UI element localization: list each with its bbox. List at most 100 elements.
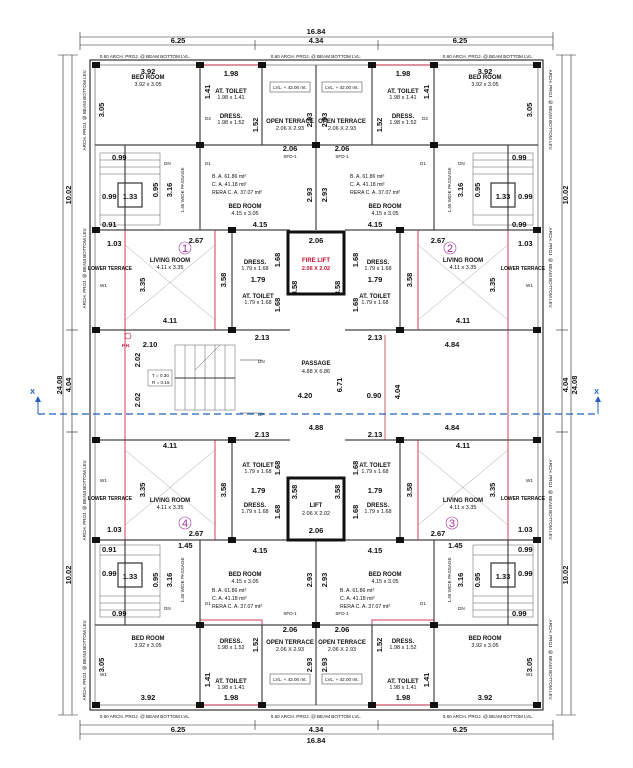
arch-side-note-ur: ARCH. PROJ. @ BEAM BOTTOM LEV. (548, 70, 553, 151)
room-size: 2.06 X 2.93 (328, 647, 356, 653)
dim-bottom-right: 6.25 (453, 725, 468, 734)
dim-label: 3.16 (456, 183, 465, 198)
living-diagonals-lower (124, 449, 509, 526)
room-size: 1.98 x 1.52 (389, 645, 416, 651)
dim-label: 1.33 (123, 192, 138, 201)
room-size: 1.98 x 1.41 (389, 685, 416, 691)
arch-note-top-right: 0.60 ARCH. PROJ. @ BEAM BOTTOM LVL. (443, 54, 534, 59)
area-ba: B. A. 61.86 mt² (350, 174, 385, 180)
dim-label: 2.13 (255, 430, 270, 439)
door-tag: SFD-1 (335, 611, 349, 616)
dim-right-overall: 24.08 (570, 376, 579, 395)
room-label: DRESS. (244, 503, 267, 509)
room-label: BED ROOM (132, 75, 165, 81)
dim-label: 1.52 (375, 638, 384, 653)
section-mark-left: X (30, 387, 35, 396)
arch-note-top-left: 0.60 ARCH. PROJ. @ BEAM BOTTOM LVL. (100, 54, 191, 59)
room-label: BED ROOM (369, 204, 402, 210)
fire-hydrant-label: F.H. (122, 343, 130, 348)
dim-label: 4.15 (368, 220, 383, 229)
dim-label: 3.05 (525, 103, 534, 118)
dim-label: 0.99 (518, 569, 533, 578)
section-mark-right: X (594, 387, 599, 396)
dim-label: 2.67 (189, 236, 204, 245)
room-size: 4.11 x 3.35 (450, 505, 477, 511)
arch-side-note-ul: ARCH. PROJ. @ BEAM BOTTOM LEV. (82, 69, 87, 150)
passage-size: 4.88 X 6.86 (302, 369, 330, 375)
area-rera: RERA C. A. 37.07 mt² (212, 604, 262, 610)
room-label: AT. TOILET (387, 89, 419, 95)
dim-top-overall: 16.84 (307, 27, 327, 36)
passage-label: 1.45 WIDE PASSAGE (447, 167, 452, 212)
passage-label: 1.45 WIDE PASSAGE (180, 557, 185, 602)
dim-label: 0.99 (102, 569, 117, 578)
dim-label: 0.95 (473, 573, 482, 588)
stair-dn: DN (164, 606, 171, 611)
dim-label: 0.91 (102, 220, 117, 229)
dim-label: 3.58 (333, 485, 342, 500)
dim-left-upper: 10.02 (64, 186, 73, 205)
dim-label: 2.67 (431, 529, 446, 538)
dim-label: 0.95 (473, 183, 482, 198)
dim-label: 4.15 (253, 546, 268, 555)
room-label: LIVING ROOM (443, 498, 483, 504)
room-size: 1.79 x 1.68 (241, 266, 268, 272)
fire-lift-label: FIRE LIFT (302, 258, 330, 264)
room-label: LOWER TERRACE (88, 266, 133, 272)
arch-side-note-ll: ARCH. PROJ. @ BEAM BOTTOM LEV. (82, 619, 87, 700)
door-tag: SFD-1 (283, 611, 297, 616)
area-ba: B. A. 61.86 mt² (212, 588, 247, 594)
dim-label: 4.84 (445, 423, 460, 432)
dim-left-overall: 24.08 (55, 376, 64, 395)
dim-label: 3.58 (405, 483, 414, 498)
dim-label: 2.06 (309, 236, 324, 245)
door-tag: D2 (205, 116, 211, 121)
dim-label: 2.02 (133, 353, 142, 368)
dim-label: 2.06 (335, 625, 350, 634)
dim-label: 3.58 (405, 273, 414, 288)
dim-label: 0.90 (367, 391, 382, 400)
window-tag: W1 (100, 283, 107, 288)
dim-bottom-overall: 16.84 (307, 736, 327, 745)
dim-label: 4.88 (309, 423, 324, 432)
passage-label: PASSAGE (302, 361, 331, 367)
dim-label: 4.11 (163, 316, 177, 325)
dim-label: 1.68 (273, 505, 282, 520)
dim-label: 4.15 (253, 220, 268, 229)
arch-note-bottom-left: 0.60 ARCH. PROJ. @ BEAM BOTTOM LVL. (100, 714, 191, 719)
dim-label: 3.58 (219, 483, 228, 498)
dim-label: 1.79 (368, 486, 383, 495)
room-size: 1.79 x 1.68 (364, 266, 391, 272)
dim-label: 1.79 (251, 486, 266, 495)
room-label: DRESS. (220, 114, 243, 120)
stair-dn: DN (458, 161, 465, 166)
room-size: 3.92 x 3.05 (134, 643, 161, 649)
level-note: LVL. + 42.00 mt. (273, 85, 307, 90)
level-note: LVL. + 42.00 mt. (325, 85, 359, 90)
dim-label: 2.06 (283, 144, 298, 153)
dim-label: 4.20 (298, 391, 313, 400)
door-tag: D1 (420, 601, 426, 606)
dim-label: 3.05 (525, 658, 534, 673)
window-tag: W1 (526, 283, 533, 288)
room-label: AT. TOILET (242, 294, 274, 300)
bottom-dimensions (79, 720, 554, 740)
room-size: 1.98 x 1.52 (217, 120, 244, 126)
area-rera: RERA C. A. 37.07 mt² (340, 604, 390, 610)
dim-label: 1.41 (203, 673, 212, 688)
dim-right-upper: 10.02 (561, 186, 570, 205)
arch-note-bottom-right: 0.60 ARCH. PROJ. @ BEAM BOTTOM LVL. (443, 714, 534, 719)
dim-label: 1.03 (107, 525, 122, 534)
room-label: AT. TOILET (359, 463, 391, 469)
room-size: 4.15 x 3.05 (231, 211, 258, 217)
dim-right-lower: 10.02 (561, 566, 570, 585)
dim-label: 1.98 (224, 69, 239, 78)
unit-number: 2 (447, 243, 453, 255)
area-ba: B. A. 61.86 mt² (340, 588, 375, 594)
dim-label: 4.84 (445, 340, 460, 349)
dim-label: 1.41 (422, 673, 431, 688)
dim-label: 1.45 (178, 541, 193, 550)
door-tag: D1 (205, 601, 211, 606)
arch-side-note-mlr: ARCH. PROJ. @ BEAM BOTTOM LEV. (548, 460, 553, 541)
